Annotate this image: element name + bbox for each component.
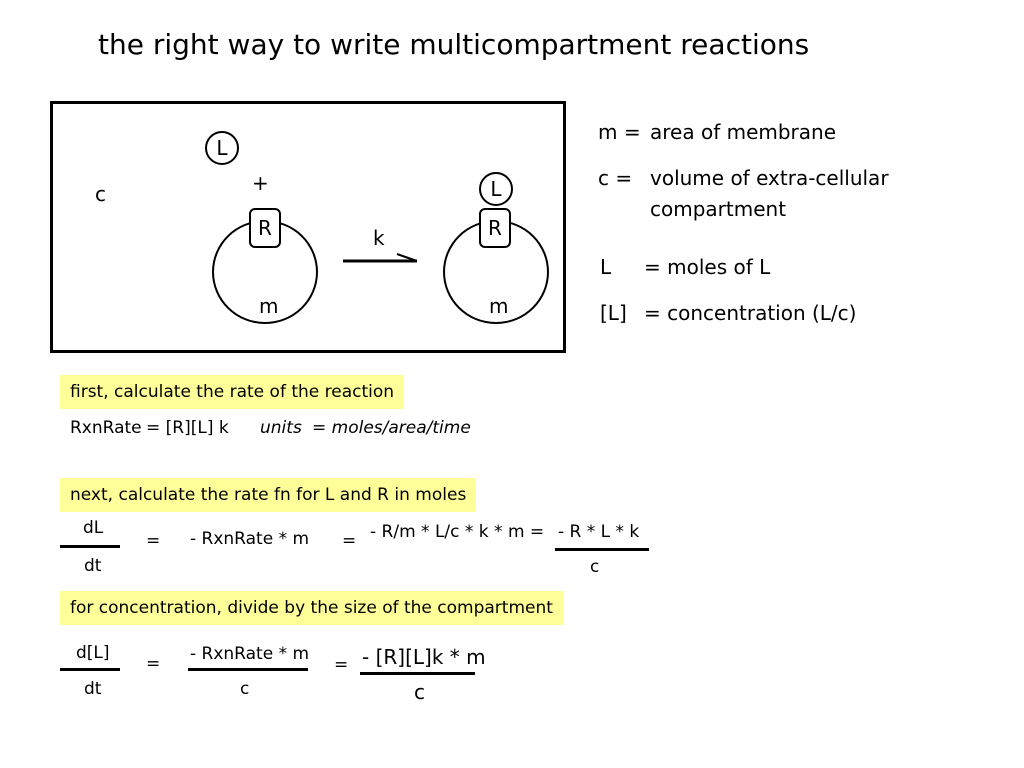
step1-units-value: = moles/area/time: [312, 418, 471, 438]
def-conc-text: = concentration (L/c): [644, 301, 857, 325]
step3-denominator: dt: [84, 679, 102, 699]
ligand-circle: L: [205, 131, 239, 165]
def-c-text-cont: compartment: [650, 197, 787, 221]
def-c-symbol: c =: [598, 166, 633, 190]
step3-equals-1: =: [146, 654, 161, 674]
compartment-label: c: [95, 182, 106, 206]
step2-heading: next, calculate the rate fn for L and R …: [60, 478, 477, 512]
step1-units-label: units: [260, 418, 302, 438]
receptor-box: R: [249, 208, 281, 248]
step3-frac1-numerator: - RxnRate * m: [190, 644, 310, 664]
def-c-text: volume of extra-cellular: [650, 166, 889, 190]
page-title: the right way to write multicompartment …: [98, 28, 810, 61]
bound-receptor-box: R: [479, 208, 511, 248]
step3-frac2-denominator: c: [414, 680, 425, 704]
bound-ligand-circle: L: [479, 172, 513, 206]
step2-numerator: dL: [83, 518, 104, 538]
def-L-text: = moles of L: [644, 255, 771, 279]
step3-frac2-bar: [360, 672, 475, 675]
step2-term1: - RxnRate * m: [190, 529, 310, 549]
step2-denominator: dt: [84, 556, 102, 576]
step2-equals-2: =: [342, 531, 357, 551]
def-conc-symbol: [L]: [600, 301, 627, 325]
def-m-symbol: m =: [598, 120, 641, 144]
membrane-label: m: [259, 294, 279, 318]
step2-fraction-bar: [60, 545, 120, 548]
rate-constant-label: k: [373, 226, 385, 250]
step1-heading: first, calculate the rate of the reactio…: [60, 375, 405, 409]
reaction-diagram: c L + R m k L R m: [50, 101, 566, 353]
step3-equals-2: =: [334, 655, 349, 675]
step3-frac1-denominator: c: [240, 679, 250, 699]
step2-result-bar: [555, 548, 649, 551]
step2-fraction-denominator: c: [590, 557, 600, 577]
step2-fraction-numerator: - R * L * k: [558, 522, 640, 542]
reaction-arrow: [343, 253, 418, 263]
step3-numerator: d[L]: [76, 643, 110, 663]
step1-formula-rhs: = [R][L] k: [146, 418, 229, 438]
step2-term2: - R/m * L/c * k * m =: [370, 522, 545, 542]
def-m-text: area of membrane: [650, 120, 837, 144]
step2-equals-1: =: [146, 531, 161, 551]
step3-frac2-numerator: - [R][L]k * m: [362, 645, 486, 669]
plus-sign: +: [252, 171, 269, 195]
def-L-symbol: L: [600, 255, 612, 279]
step1-formula-lhs: RxnRate: [70, 418, 142, 438]
step3-frac1-bar: [188, 668, 308, 671]
step3-heading: for concentration, divide by the size of…: [60, 591, 563, 625]
step3-fraction-bar: [60, 668, 120, 671]
product-membrane-label: m: [489, 294, 509, 318]
